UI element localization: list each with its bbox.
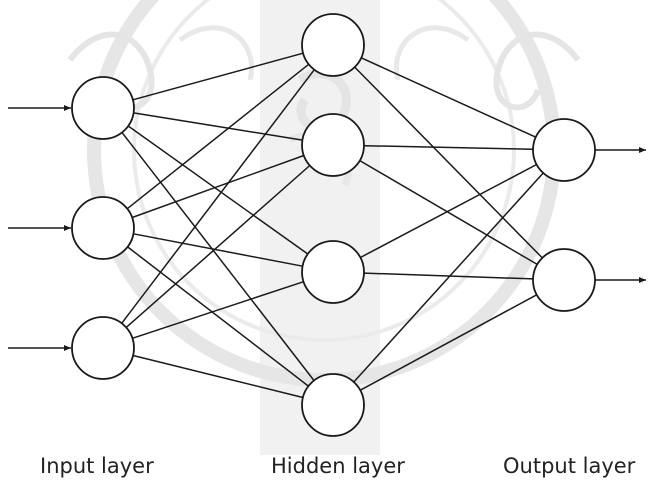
output-node-2 [532, 248, 596, 312]
connection-hidden-3-to-output-2 [363, 272, 534, 280]
input-node-3 [71, 316, 135, 380]
connection-input-1-to-hidden-1 [132, 52, 304, 101]
connection-hidden-4-to-output-1 [353, 172, 544, 383]
connection-input-3-to-hidden-3 [132, 280, 304, 340]
connection-hidden-1-to-output-1 [360, 57, 537, 138]
connections-layer [121, 52, 544, 399]
arrows-layer [8, 105, 646, 351]
connection-input-3-to-hidden-1 [121, 69, 315, 324]
connection-input-2-to-hidden-2 [131, 154, 305, 219]
connection-input-1-to-hidden-2 [133, 112, 303, 141]
connection-hidden-1-to-output-2 [354, 66, 543, 259]
connection-input-3-to-hidden-2 [125, 164, 311, 329]
input-node-1 [71, 76, 135, 140]
hidden-node-4 [301, 373, 365, 437]
output-layer-label: Output layer [503, 454, 636, 478]
hidden-node-2 [301, 113, 365, 177]
connection-hidden-3-to-output-1 [360, 163, 537, 259]
hidden-node-3 [301, 240, 365, 304]
connection-hidden-2-to-output-1 [363, 144, 534, 151]
connection-input-3-to-hidden-4 [132, 354, 304, 399]
connection-input-2-to-hidden-3 [133, 233, 303, 267]
connection-hidden-2-to-output-2 [359, 159, 538, 266]
connection-input-2-to-hidden-1 [126, 63, 310, 210]
nodes-layer [71, 13, 596, 437]
connection-input-2-to-hidden-4 [127, 246, 309, 387]
input-layer-label: Input layer [40, 454, 154, 478]
input-node-2 [71, 196, 135, 260]
hidden-node-1 [301, 13, 365, 77]
output-node-1 [532, 118, 596, 182]
connection-input-1-to-hidden-4 [121, 132, 315, 381]
hidden-layer-label: Hidden layer [271, 454, 405, 478]
connection-hidden-4-to-output-2 [359, 294, 538, 391]
connection-input-1-to-hidden-3 [127, 125, 309, 255]
